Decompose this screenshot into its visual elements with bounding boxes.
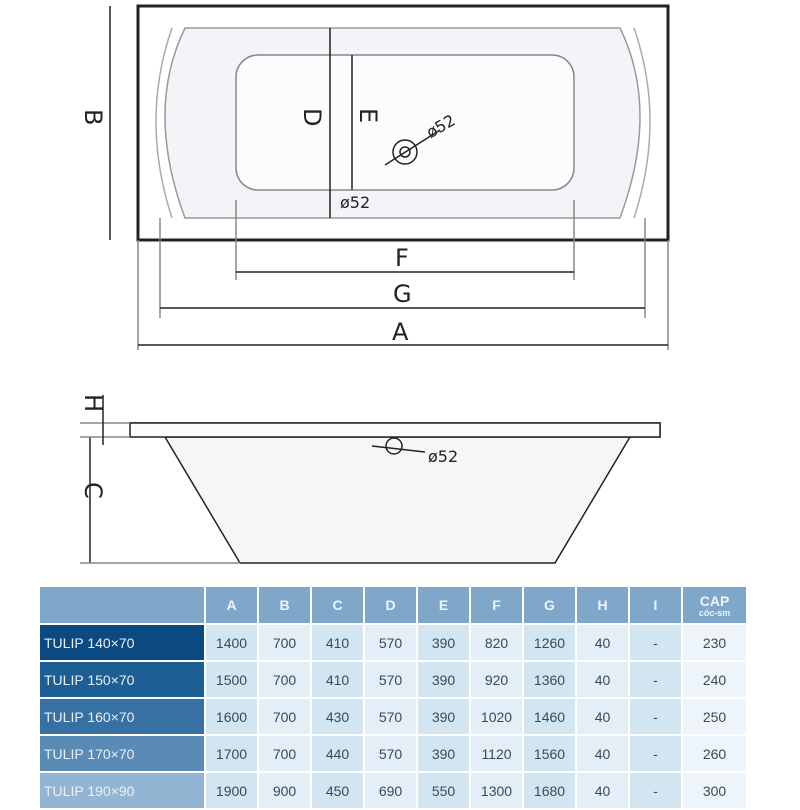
label-C: C — [79, 482, 107, 499]
label-G: G — [393, 280, 412, 308]
cell-d: 570 — [365, 699, 416, 734]
cell-h: 40 — [577, 699, 628, 734]
cell-a: 1600 — [206, 699, 257, 734]
cell-a: 1900 — [206, 773, 257, 808]
cell-b: 700 — [259, 736, 310, 771]
cell-e: 550 — [418, 773, 469, 808]
cell-b: 700 — [259, 625, 310, 660]
model-name: TULIP 160×70 — [40, 699, 204, 734]
drain-diameter-side: ø52 — [428, 447, 458, 466]
bathtub-drawing: B D E F G A C H ø52 ø52 ø52 — [79, 4, 670, 564]
header-f: F — [471, 587, 522, 623]
cell-i: - — [630, 773, 681, 808]
cell-h: 40 — [577, 736, 628, 771]
cell-b: 900 — [259, 773, 310, 808]
cell-h: 40 — [577, 773, 628, 808]
model-name: TULIP 170×70 — [40, 736, 204, 771]
cell-a: 1700 — [206, 736, 257, 771]
cell-f: 1120 — [471, 736, 522, 771]
cap-label: CAP — [699, 592, 730, 609]
cell-cap: 230 — [683, 625, 746, 660]
cell-f: 820 — [471, 625, 522, 660]
cell-i: - — [630, 625, 681, 660]
cell-a: 1400 — [206, 625, 257, 660]
basin-outline — [235, 54, 575, 191]
cell-h: 40 — [577, 625, 628, 660]
cell-b: 700 — [259, 662, 310, 697]
model-name: TULIP 190×90 — [40, 773, 204, 808]
header-e: E — [418, 587, 469, 623]
cell-i: - — [630, 699, 681, 734]
top-view-outline — [136, 4, 670, 242]
header-c: C — [312, 587, 363, 623]
label-H: H — [79, 394, 107, 412]
cell-i: - — [630, 736, 681, 771]
label-F: F — [395, 244, 409, 272]
cell-e: 390 — [418, 662, 469, 697]
cell-d: 570 — [365, 736, 416, 771]
model-name: TULIP 140×70 — [40, 625, 204, 660]
header-a: A — [206, 587, 257, 623]
cap-sub: cốc-sm — [698, 607, 731, 618]
cell-f: 920 — [471, 662, 522, 697]
cell-cap: 250 — [683, 699, 746, 734]
header-g: G — [524, 587, 575, 623]
model-name: TULIP 150×70 — [40, 662, 204, 697]
cell-b: 700 — [259, 699, 310, 734]
cell-e: 390 — [418, 736, 469, 771]
cell-d: 690 — [365, 773, 416, 808]
cell-e: 390 — [418, 625, 469, 660]
cell-cap: 260 — [683, 736, 746, 771]
cell-e: 390 — [418, 699, 469, 734]
header-blank — [40, 587, 204, 623]
label-D: D — [298, 108, 326, 126]
cell-c: 450 — [312, 773, 363, 808]
cell-g: 1260 — [524, 625, 575, 660]
header-d: D — [365, 587, 416, 623]
cell-g: 1560 — [524, 736, 575, 771]
cell-a: 1500 — [206, 662, 257, 697]
cell-g: 1680 — [524, 773, 575, 808]
cell-c: 440 — [312, 736, 363, 771]
cell-c: 410 — [312, 662, 363, 697]
label-A: A — [392, 318, 409, 346]
cell-d: 570 — [365, 662, 416, 697]
cell-c: 410 — [312, 625, 363, 660]
cell-f: 1020 — [471, 699, 522, 734]
overflow-diameter: ø52 — [340, 193, 370, 212]
cell-i: - — [630, 662, 681, 697]
header-b: B — [259, 587, 310, 623]
cell-d: 570 — [365, 625, 416, 660]
header-i: I — [630, 587, 681, 623]
cell-cap: 300 — [683, 773, 746, 808]
cell-c: 430 — [312, 699, 363, 734]
cell-h: 40 — [577, 662, 628, 697]
cell-g: 1360 — [524, 662, 575, 697]
label-B: B — [79, 109, 107, 125]
label-E: E — [354, 108, 382, 123]
header-h: H — [577, 587, 628, 623]
cell-f: 1300 — [471, 773, 522, 808]
cell-g: 1460 — [524, 699, 575, 734]
cell-cap: 240 — [683, 662, 746, 697]
